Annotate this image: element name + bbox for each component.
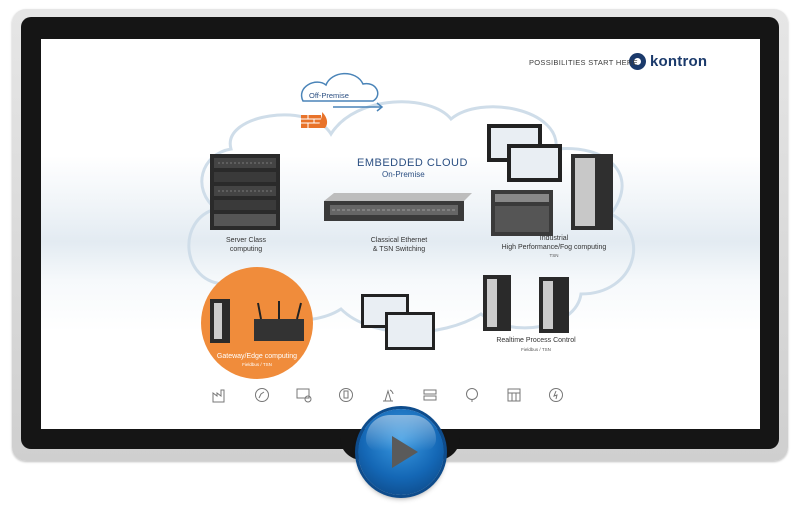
grid-panel-icon[interactable] xyxy=(506,387,522,403)
gateway-label: Gateway/Edge computing Fieldbus / TSN xyxy=(207,353,307,369)
kontron-logo-icon xyxy=(629,53,646,70)
panel-pc-image xyxy=(361,294,435,350)
industrial-label-line2: High Performance/Fog computing xyxy=(501,243,607,251)
switching-label-line2: & TSN Switching xyxy=(372,245,426,253)
server-rack-icon[interactable] xyxy=(422,387,438,403)
brand-name: kontron xyxy=(650,53,708,70)
industrial-sublabel: TSN xyxy=(549,253,559,258)
brand-logo: kontron xyxy=(629,53,707,70)
energy-meter-icon[interactable] xyxy=(548,387,564,403)
play-icon xyxy=(392,436,418,468)
switching-label-line1: Classical Ethernet xyxy=(370,237,428,244)
realtime-sublabel: Fieldbus / TSN xyxy=(521,346,551,352)
realtime-label-text: Realtime Process Control xyxy=(496,337,576,344)
realtime-controllers-image xyxy=(483,275,569,333)
factory-icon[interactable] xyxy=(212,387,228,403)
realtime-label: Realtime Process Control Fieldbus / TSN xyxy=(481,337,591,354)
diagram-title: EMBEDDED CLOUD xyxy=(357,157,468,169)
server-rack-image xyxy=(210,154,280,230)
application-icons-row xyxy=(212,387,564,403)
hand-device-icon[interactable] xyxy=(338,387,354,403)
gateway-sublabel: Fieldbus / TSN xyxy=(242,362,272,367)
gateway-devices-image xyxy=(210,299,304,343)
industrial-label: Industrial High Performance/Fog computin… xyxy=(489,235,619,261)
firewall-icon xyxy=(301,109,329,134)
smart-device-icon[interactable] xyxy=(464,387,480,403)
tagline: POSSIBILITIES START HERE xyxy=(529,58,638,67)
monitor-gear-icon[interactable] xyxy=(296,387,312,403)
video-screen[interactable]: Off-Premise kontron POSSIBILITIES START … xyxy=(41,39,760,429)
robot-arm-icon[interactable] xyxy=(254,387,270,403)
signal-tower-icon[interactable] xyxy=(380,387,396,403)
gateway-label-text: Gateway/Edge computing xyxy=(216,353,298,360)
play-button[interactable] xyxy=(358,409,444,495)
server-label: Server Class computing xyxy=(225,237,267,253)
industrial-label-line1: Industrial xyxy=(539,235,569,242)
diagram-subtitle: On-Premise xyxy=(382,170,425,179)
ethernet-switch-image xyxy=(324,193,472,221)
industrial-devices-image xyxy=(487,124,613,236)
switching-label: Classical Ethernet & TSN Switching xyxy=(359,237,439,254)
embedded-cloud-outline xyxy=(187,72,636,334)
off-premise-label: Off-Premise xyxy=(309,91,349,100)
